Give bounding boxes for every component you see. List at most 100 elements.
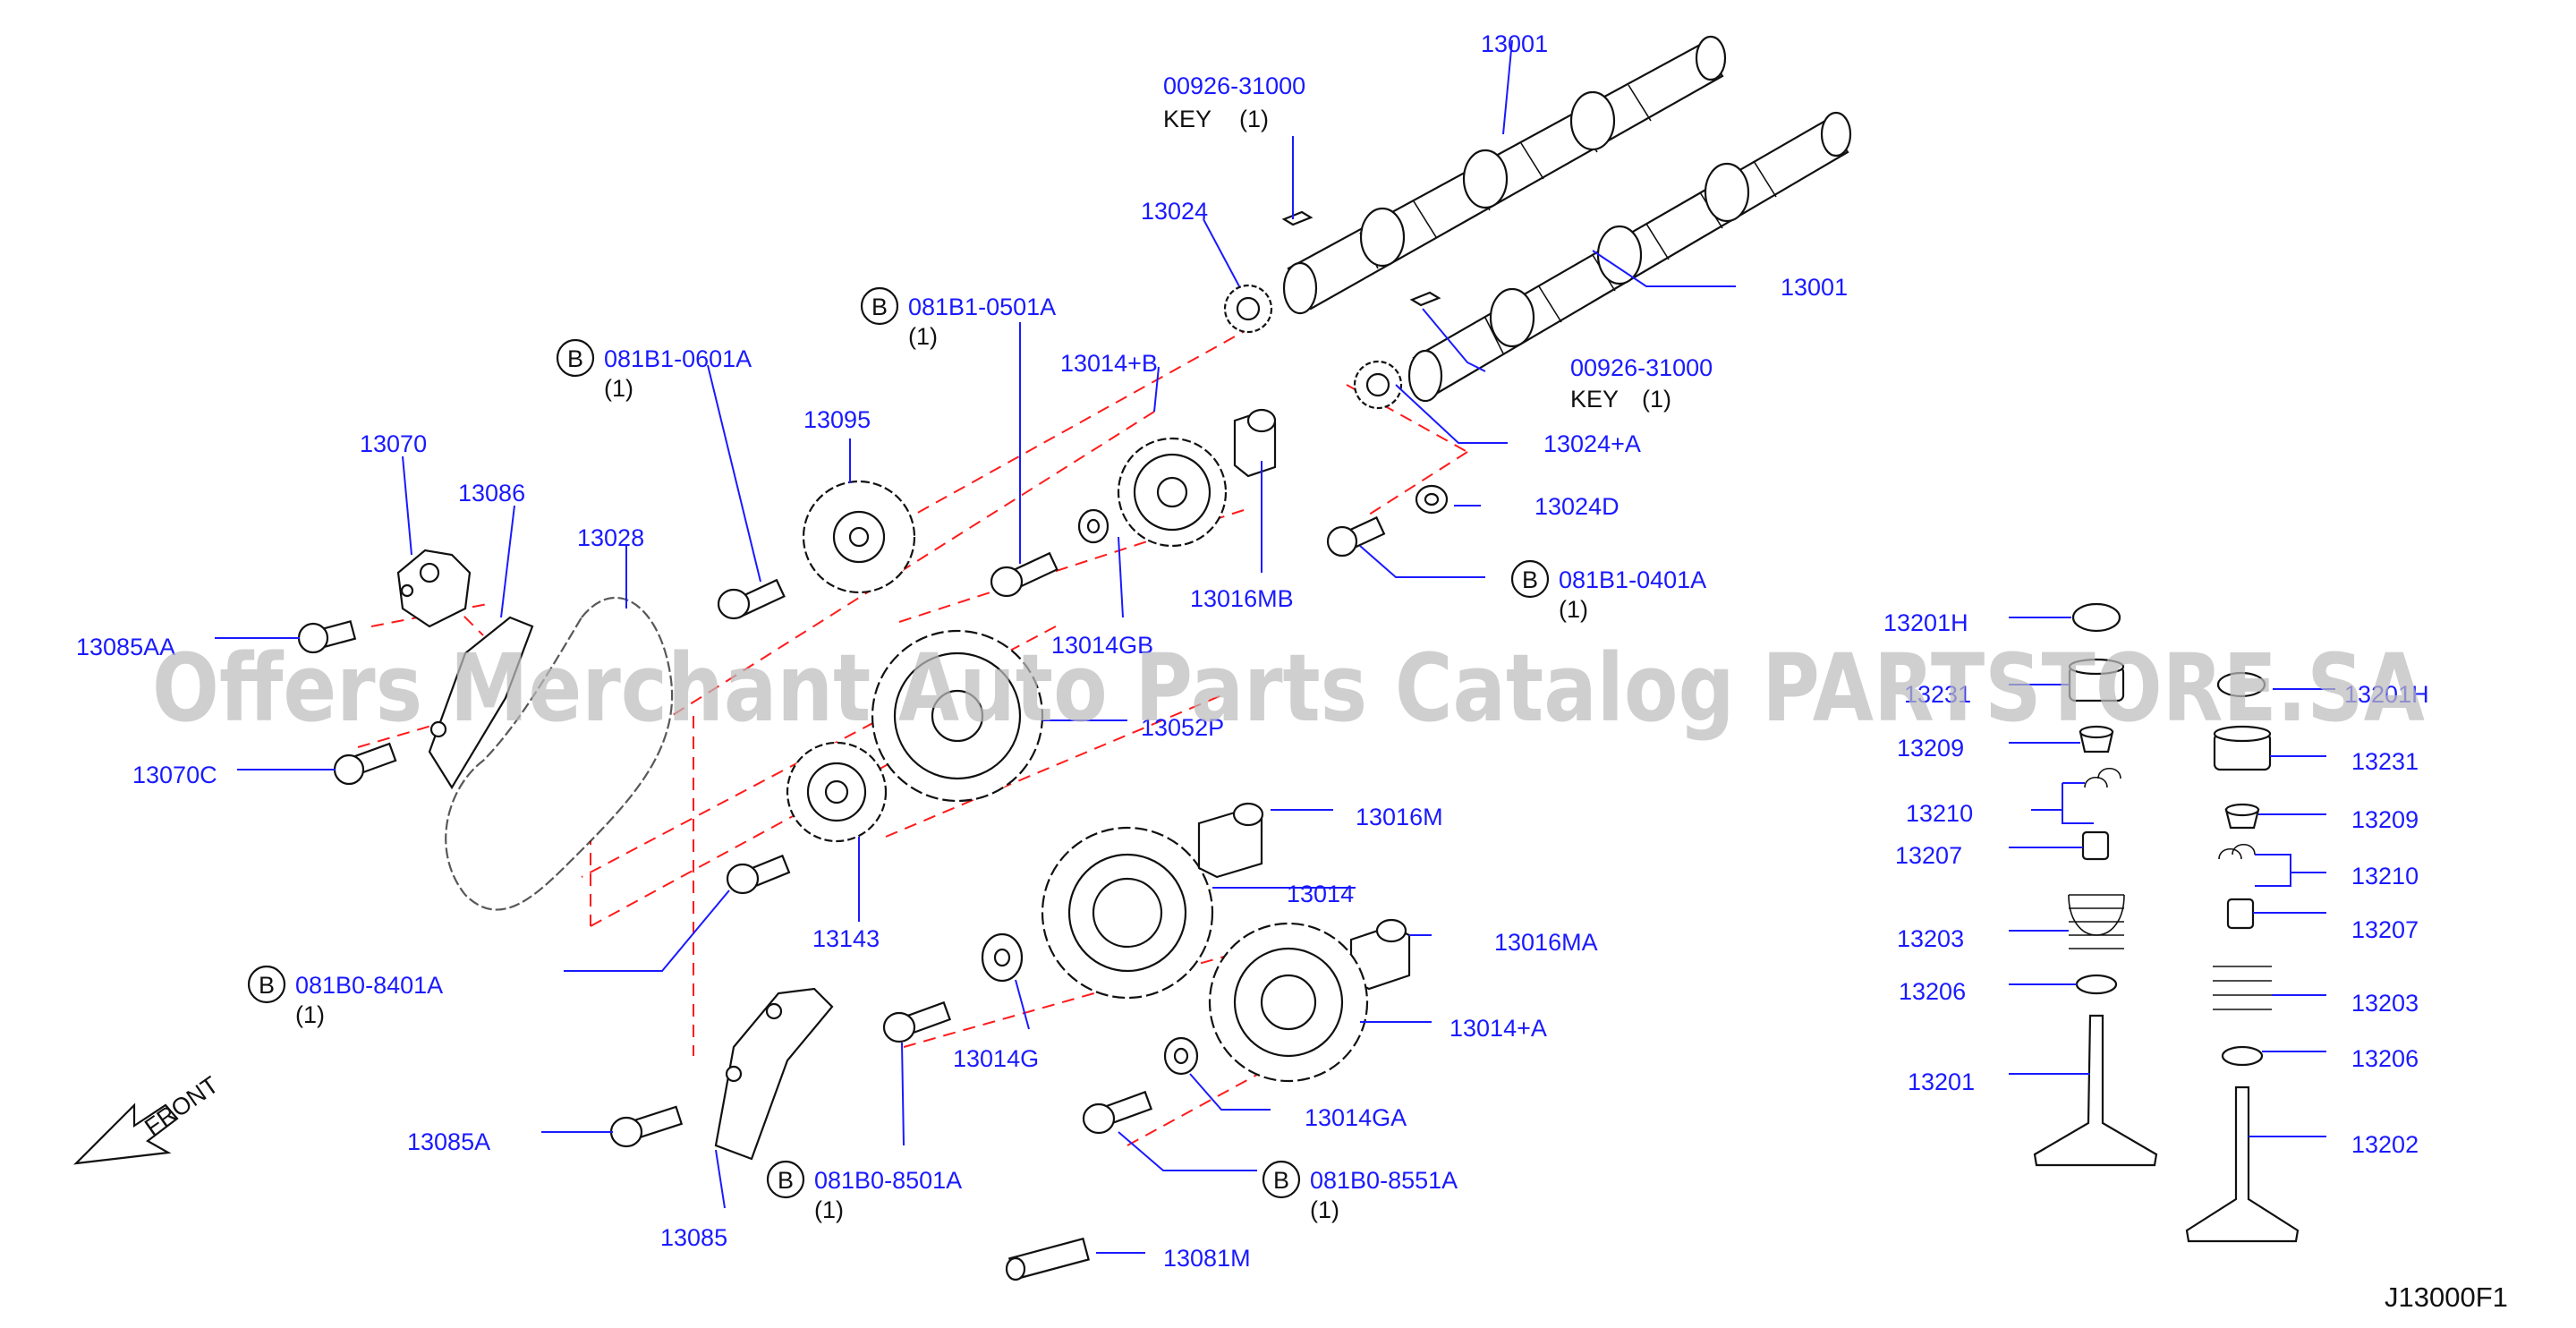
label-13052p: 13052P: [1141, 714, 1224, 741]
tensioner-13070: [396, 549, 472, 628]
bolt-13085a: [609, 1105, 684, 1148]
label-081b0-8551a-qty: (1): [1310, 1196, 1339, 1223]
label-081b0-8501a-qty: (1): [814, 1196, 844, 1223]
bolt-marker-0401a-letter: B: [1522, 566, 1538, 593]
label-13001-upper: 13001: [1481, 30, 1548, 57]
label-key-lower: KEY: [1570, 386, 1619, 413]
label-13016mb: 13016MB: [1190, 585, 1294, 612]
label-13207-right: 13207: [2351, 916, 2419, 943]
bolt-0501a: [990, 551, 1058, 598]
label-13143: 13143: [812, 925, 880, 952]
leader-lines: [215, 39, 2335, 1254]
guide-13085: [714, 987, 834, 1161]
label-13095: 13095: [803, 406, 871, 433]
label-13210-left: 13210: [1906, 800, 1973, 827]
timing-chain-13028: [445, 597, 674, 911]
label-13085: 13085: [660, 1224, 727, 1251]
label-13016ma: 13016MA: [1494, 929, 1598, 956]
bolt-13085aa: [297, 620, 357, 654]
label-081b0-8401a: 081B0-8401A: [295, 972, 443, 999]
label-13014: 13014: [1287, 881, 1354, 907]
label-13203-right: 13203: [2351, 990, 2419, 1017]
guide-13086: [428, 616, 534, 790]
bolt-marker-0501a: [860, 286, 899, 326]
label-13202: 13202: [2351, 1131, 2419, 1158]
bolt-marker-8551a: [1262, 1160, 1301, 1199]
label-13201h-right: 13201H: [2344, 681, 2429, 708]
valve-train-right: [2185, 671, 2300, 1243]
label-13014ga: 13014GA: [1305, 1104, 1407, 1131]
label-081b1-0601a-qty: (1): [604, 375, 633, 402]
label-13201h-left: 13201H: [1883, 609, 1968, 636]
label-key-upper: KEY: [1163, 106, 1211, 132]
sprocket-13014a: [1208, 922, 1369, 1083]
bolt-marker-8501a: [766, 1160, 805, 1199]
label-13024a: 13024+A: [1543, 430, 1641, 457]
camshaft-lower: [1407, 111, 1852, 403]
label-13016m: 13016M: [1356, 804, 1443, 830]
label-081b1-0401a: 081B1-0401A: [1559, 566, 1706, 593]
sprocket-13052p: [871, 629, 1044, 803]
watermark: Offers Merchant Auto Parts Catalog PARTS…: [152, 634, 2425, 743]
hub-13016m: [1197, 802, 1264, 879]
label-00926-lower: 00926-31000: [1570, 354, 1713, 381]
washer-13014gb: [1077, 508, 1109, 544]
label-key-upper-qty: (1): [1239, 106, 1269, 132]
label-081b1-0501a-qty: (1): [908, 323, 938, 350]
sprocket-13095: [802, 480, 916, 594]
label-13209-right: 13209: [2351, 806, 2419, 833]
bolt-marker-0401a: [1510, 559, 1550, 599]
bolt-marker-8401a: [247, 965, 286, 1004]
bolt-13070c: [333, 742, 397, 786]
exhaust-sprocket-13014: [1041, 826, 1214, 1000]
camshaft-keys: [1281, 210, 1441, 307]
label-081b0-8501a: 081B0-8501A: [814, 1167, 962, 1194]
label-13206-left: 13206: [1899, 978, 1966, 1005]
bolt-marker-0601a: [556, 338, 595, 378]
label-13203-left: 13203: [1897, 925, 1964, 952]
part-labels: 13001 00926-31000 KEY (1) 13024 13001 00…: [76, 30, 2508, 1313]
label-081b1-0501a: 081B1-0501A: [908, 294, 1056, 320]
label-13209-left: 13209: [1897, 735, 1964, 762]
bolt-marker-0601a-letter: B: [567, 345, 583, 372]
label-00926-upper: 00926-31000: [1163, 72, 1305, 99]
label-13086: 13086: [458, 480, 525, 507]
front-arrow: [72, 1102, 179, 1165]
washer-13014g: [981, 932, 1024, 983]
label-13231-right: 13231: [2351, 748, 2419, 775]
camshaft-upper: [1282, 35, 1727, 315]
label-13014gb: 13014GB: [1051, 632, 1153, 659]
bolt-8401a: [726, 854, 791, 895]
label-081b1-0601a: 081B1-0601A: [604, 345, 752, 372]
label-13070c: 13070C: [132, 762, 217, 788]
label-13014b: 13014+B: [1060, 350, 1158, 377]
figure-code: J13000F1: [2385, 1281, 2508, 1313]
label-13210-right: 13210: [2351, 863, 2419, 890]
bolt-marker-8401a-letter: B: [259, 972, 275, 999]
hub-13016ma: [1349, 918, 1411, 991]
label-13206-right: 13206: [2351, 1045, 2419, 1072]
label-13024d: 13024D: [1535, 493, 1620, 520]
bolt-marker-0501a-letter: B: [871, 294, 888, 320]
pin-13081m: [1005, 1237, 1090, 1281]
label-13070: 13070: [360, 430, 427, 457]
front-label: FRONT: [140, 1071, 223, 1141]
label-13231-left: 13231: [1904, 681, 1971, 708]
label-13028: 13028: [577, 524, 644, 551]
bolt-0401a: [1326, 515, 1386, 558]
label-13207-left: 13207: [1895, 842, 1962, 869]
washer-13014ga: [1163, 1036, 1199, 1076]
valve-train-left: [2033, 602, 2158, 1167]
label-081b1-0401a-qty: (1): [1559, 596, 1588, 623]
bolt-marker-8551a-letter: B: [1273, 1167, 1289, 1194]
label-13014g: 13014G: [953, 1045, 1039, 1072]
intake-sprocket-upper: [1117, 408, 1277, 548]
washer-13024d: [1415, 484, 1449, 515]
label-13201: 13201: [1908, 1068, 1975, 1095]
bolt-0601a: [717, 578, 786, 620]
label-081b0-8551a: 081B0-8551A: [1310, 1167, 1458, 1194]
label-key-lower-qty: (1): [1642, 386, 1671, 413]
label-13085aa: 13085AA: [76, 634, 175, 660]
camshaft-sprockets-small: [1223, 284, 1403, 410]
